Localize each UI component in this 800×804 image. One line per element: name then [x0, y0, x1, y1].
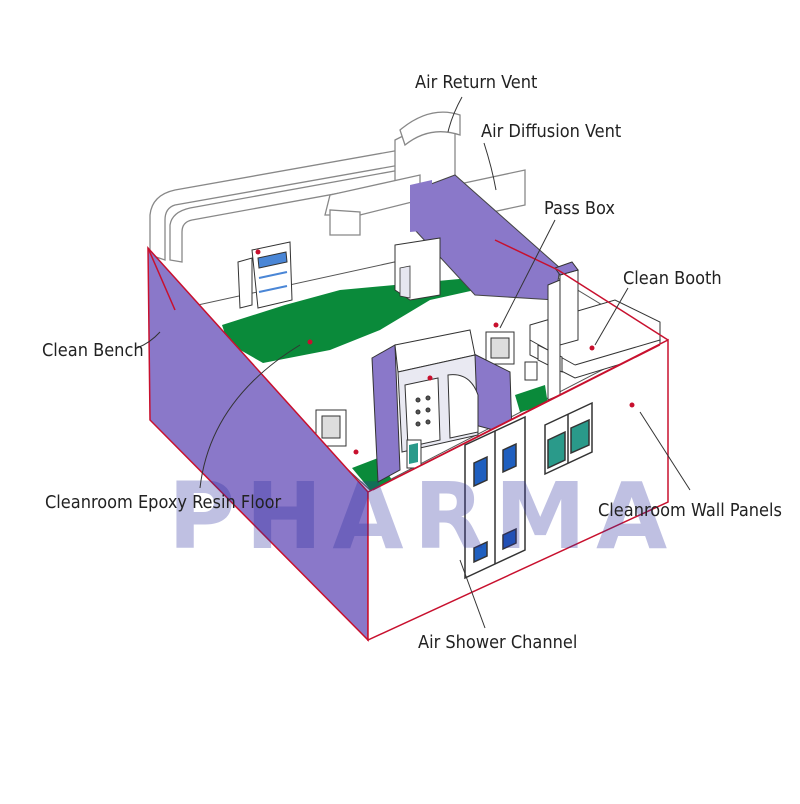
leader-clean-bench: [136, 331, 161, 349]
leader-pass-box: [499, 219, 556, 329]
bench-cabinet-base: [399, 265, 411, 299]
label-air-return-vent: Air Return Vent: [415, 72, 537, 93]
air-shower-glass: [409, 443, 418, 464]
label-clean-bench: Clean Bench: [42, 340, 144, 361]
leader-air-diffusion-vent: [483, 142, 497, 191]
entrance-door: [464, 415, 526, 580]
leader-wall-panels: [639, 411, 691, 491]
air-shower-wall-left: [371, 344, 401, 483]
marker-dots: [255, 249, 635, 455]
label-clean-booth: Clean Booth: [623, 268, 722, 289]
front-wall-inner-edge: [372, 344, 661, 491]
clean-bench: [237, 241, 293, 309]
label-pass-box: Pass Box: [544, 198, 615, 219]
leader-epoxy-floor: [199, 344, 301, 489]
label-wall-panels: Cleanroom Wall Panels: [598, 500, 782, 521]
back-outer-wall-edge: [147, 239, 559, 311]
air-shower-unit: [394, 329, 479, 453]
back-wall-column: [410, 180, 432, 232]
pass-box: [485, 331, 515, 365]
right-wall-top-edge: [557, 269, 669, 341]
watermark-text: PHARMA: [168, 463, 677, 570]
clean-booth: [529, 261, 661, 401]
interior-switch: [524, 361, 538, 381]
leader-lines: [136, 96, 691, 629]
front-window: [544, 401, 593, 476]
leader-clean-booth: [594, 287, 629, 346]
label-air-shower: Air Shower Channel: [418, 632, 577, 653]
leader-air-shower: [459, 559, 486, 629]
label-epoxy-floor: Cleanroom Epoxy Resin Floor: [45, 492, 282, 513]
leader-air-return-vent: [447, 96, 463, 133]
label-air-diffusion-vent: Air Diffusion Vent: [481, 121, 621, 142]
